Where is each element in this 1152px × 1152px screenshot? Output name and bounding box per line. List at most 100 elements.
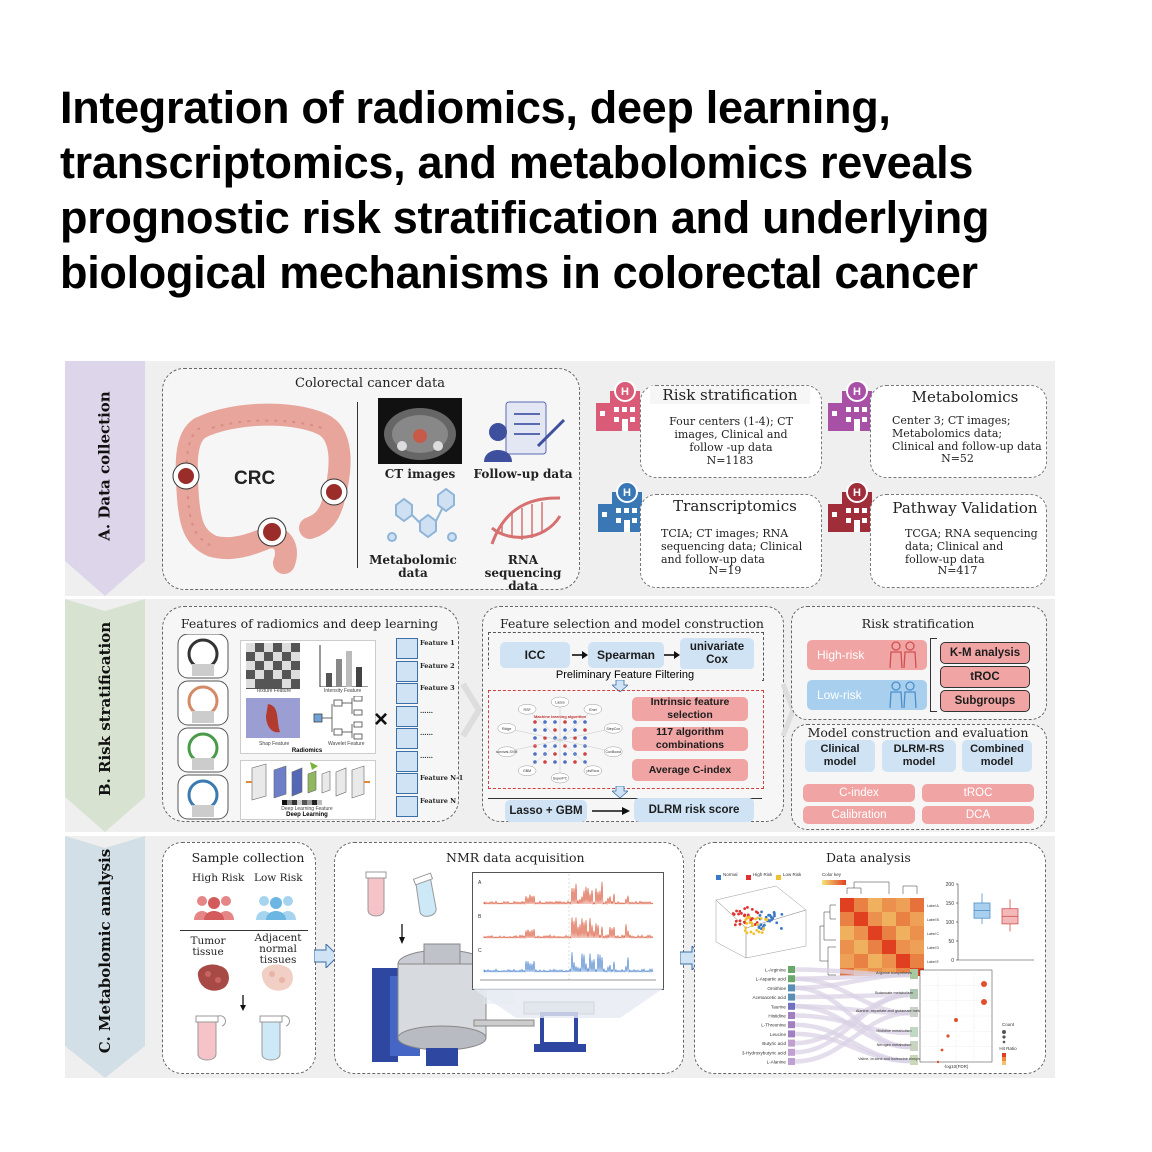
feature-cell bbox=[396, 706, 418, 727]
feature-label: …… bbox=[420, 729, 433, 737]
scatter-point bbox=[752, 932, 755, 935]
hit-ratio-legend-label: Hit Ratio bbox=[999, 1046, 1017, 1051]
heatmap-cell bbox=[854, 926, 868, 940]
scatter-point bbox=[748, 921, 751, 924]
mce-title: Model construction and evaluation bbox=[791, 725, 1045, 740]
combined-model: Combined model bbox=[962, 740, 1032, 772]
heatmap-cell bbox=[896, 912, 910, 926]
heatmap-cell bbox=[896, 940, 910, 954]
ml-grid-dot bbox=[543, 760, 547, 764]
arrow-right-icon bbox=[592, 806, 630, 816]
heatmap-cell bbox=[910, 926, 924, 940]
scatter-point bbox=[735, 910, 738, 913]
scatter-point bbox=[744, 926, 747, 929]
scatter-point bbox=[739, 923, 742, 926]
rna-label: RNA sequencing data bbox=[468, 554, 578, 593]
features-title: Features of radiomics and deep learning bbox=[162, 616, 457, 631]
page-title: Integration of radiomics, deep learning,… bbox=[60, 80, 1120, 300]
rna-icon bbox=[488, 488, 564, 550]
feature-cell bbox=[396, 773, 418, 794]
card-metabolomics-n: N=52 bbox=[870, 452, 1045, 465]
scatter-point bbox=[760, 917, 763, 920]
patient-group-high-icon bbox=[192, 894, 236, 920]
ml-grid-dot bbox=[583, 728, 587, 732]
metabolomic-label: Metabolomic data bbox=[368, 554, 458, 580]
scatter-point bbox=[751, 908, 754, 911]
ml-grid-dot bbox=[583, 736, 587, 740]
scatter-point bbox=[746, 906, 749, 909]
feature-cell bbox=[396, 728, 418, 749]
followup-icon bbox=[482, 400, 568, 464]
low-risk-label: Low Risk bbox=[254, 872, 303, 884]
heatmap-cell bbox=[868, 898, 882, 912]
box-tick-label: 150 bbox=[946, 901, 955, 907]
metabolite-label: Acetoacetic acid bbox=[753, 995, 787, 1000]
texture-matrix bbox=[246, 643, 300, 689]
spectrum-line bbox=[484, 917, 653, 938]
scatter-point bbox=[768, 914, 771, 917]
ml-grid-dot bbox=[563, 760, 567, 764]
scatter-point bbox=[750, 931, 753, 934]
ml-node-label: survival-SVM bbox=[496, 750, 517, 754]
metabolite-label: Histidine bbox=[768, 1014, 786, 1019]
ml-grid-dot bbox=[573, 760, 577, 764]
card-risk-body: Four centers (1-4); CT images, Clinical … bbox=[662, 415, 800, 454]
heatmap-cell bbox=[910, 940, 924, 954]
ml-grid-dot bbox=[533, 728, 537, 732]
scatter-point bbox=[732, 912, 735, 915]
feature-label: …… bbox=[420, 707, 433, 715]
troc-analysis: tROC bbox=[940, 666, 1030, 688]
metabolite-node bbox=[788, 966, 795, 973]
ml-grid-dot bbox=[583, 752, 587, 756]
algorithm-combinations: 117 algorithm combinations bbox=[632, 727, 748, 751]
heatmap-cell bbox=[882, 898, 896, 912]
bubble bbox=[937, 1061, 939, 1063]
section-arrow-c: C. Metabolomic analysis bbox=[65, 836, 145, 1078]
c-index-metric: C-index bbox=[803, 784, 915, 802]
section-label-b: B. Risk stratification bbox=[96, 622, 114, 796]
rs-title: Risk stratification bbox=[791, 616, 1045, 631]
arrow-right-icon bbox=[572, 650, 588, 660]
svg-text:Label A: Label A bbox=[927, 904, 939, 908]
metabolite-label: 3-Hydroxybutyric acid bbox=[742, 1050, 787, 1055]
heatmap-cell bbox=[896, 898, 910, 912]
scatter-point bbox=[761, 931, 764, 934]
pathway-label: Butanoate metabolism bbox=[875, 991, 913, 995]
ml-grid-dot bbox=[543, 728, 547, 732]
metabolite-node bbox=[788, 1012, 795, 1019]
scatter-point bbox=[762, 927, 765, 930]
wavelet-feature-label: Wavelet Feature bbox=[328, 741, 365, 747]
section-label-a: A. Data collection bbox=[96, 391, 114, 540]
pathway-label: Nitrogen metabolism bbox=[877, 1043, 912, 1047]
scatter-point bbox=[735, 920, 738, 923]
section-arrow-a: A. Data collection bbox=[65, 361, 145, 596]
bubble bbox=[981, 999, 987, 1005]
deep-learning-label: Deep Learning bbox=[240, 812, 374, 818]
metabolite-node bbox=[788, 1030, 795, 1037]
heatmap-cell bbox=[882, 940, 896, 954]
ml-grid-dot bbox=[563, 728, 567, 732]
card-pathway-n: N=417 bbox=[870, 564, 1045, 577]
intrinsic-feature-selection: Intrinsic feature selection bbox=[632, 697, 748, 721]
scatter-point bbox=[773, 915, 776, 918]
metabolite-node bbox=[788, 994, 795, 1001]
card-metabolomics-title: Metabolomics bbox=[895, 388, 1035, 406]
legend-high: High Risk bbox=[753, 872, 772, 877]
metabolomic-icon bbox=[382, 485, 462, 551]
univariate-cox-step: univariate Cox bbox=[680, 638, 754, 670]
heatmap-cell bbox=[896, 926, 910, 940]
box-tick-label: 200 bbox=[946, 882, 955, 888]
ml-grid-dot bbox=[543, 720, 547, 724]
pca-3d-scatter bbox=[706, 880, 816, 960]
feature-cell bbox=[396, 638, 418, 659]
legend-low: Low Risk bbox=[783, 872, 801, 877]
svg-text:B: B bbox=[478, 914, 482, 920]
scatter-point bbox=[780, 913, 783, 916]
scatter-point bbox=[758, 931, 761, 934]
high-risk-label: High Risk bbox=[192, 872, 244, 884]
heatmap-cell bbox=[854, 940, 868, 954]
metabolite-node bbox=[788, 975, 795, 982]
heatmap-cell bbox=[854, 898, 868, 912]
metabolite-node bbox=[788, 1058, 795, 1065]
wavelet-tree bbox=[312, 696, 372, 740]
